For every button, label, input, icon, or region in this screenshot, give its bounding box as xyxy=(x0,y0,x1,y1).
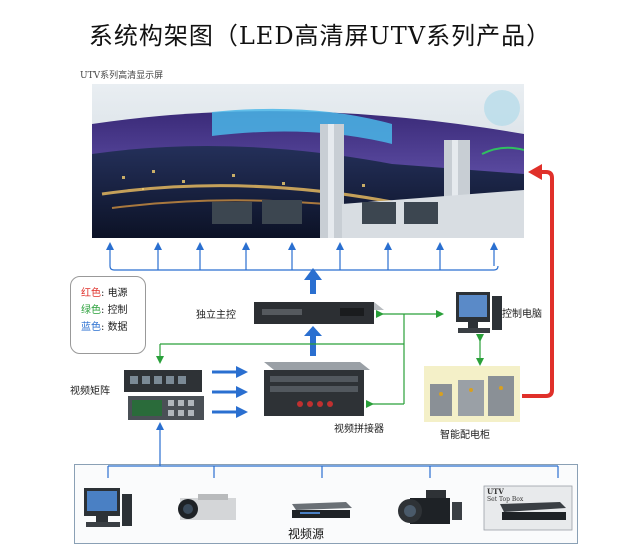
power-cabinet-label: 智能配电柜 xyxy=(440,430,490,441)
legend-row-blue: 蓝色: 数据 xyxy=(81,319,145,336)
main-controller-device xyxy=(254,302,384,324)
video-source-label: 视频源 xyxy=(288,527,325,541)
legend: 红色: 电源 绿色: 控制 蓝色: 数据 xyxy=(70,276,146,354)
legend-red-name: 红色 xyxy=(81,288,101,299)
power-line xyxy=(522,164,554,398)
control-pc-device xyxy=(456,292,502,333)
stb-text-1: UTV xyxy=(487,487,504,496)
camcorder-icon xyxy=(398,490,462,524)
camera-icon xyxy=(178,494,236,520)
source-bus xyxy=(107,422,559,478)
video-splicer-label: 视频拼接器 xyxy=(334,424,384,435)
legend-row-red: 红色: 电源 xyxy=(81,285,145,302)
page-title: 系统构架图（LED高清屏UTV系列产品） xyxy=(88,22,552,50)
matrix-to-splicer-arrows xyxy=(212,370,238,414)
legend-red-meaning: 电源 xyxy=(107,288,128,299)
legend-row-green: 绿色: 控制 xyxy=(81,302,145,319)
legend-blue-meaning: 数据 xyxy=(107,322,128,333)
splicer-to-main-arrow xyxy=(304,326,322,356)
screen-label: UTV系列高清显示屏 xyxy=(80,71,164,81)
video-matrix-label: 视频矩阵 xyxy=(70,386,110,397)
screen-data-bus xyxy=(106,242,499,271)
legend-green-meaning: 控制 xyxy=(107,305,128,316)
legend-green-name: 绿色 xyxy=(81,305,101,316)
led-screen-photo xyxy=(92,84,524,238)
main-to-screen-arrow xyxy=(304,268,322,294)
control-pc-label: 控制电脑 xyxy=(502,309,542,320)
video-matrix-device xyxy=(124,370,204,420)
set-top-box-icon xyxy=(483,485,573,531)
legend-blue-name: 蓝色 xyxy=(81,322,101,333)
video-splicer-device xyxy=(264,362,370,416)
main-controller-label: 独立主控 xyxy=(196,310,236,321)
stb-text-2: Set Top Box xyxy=(487,496,524,503)
control-lines xyxy=(156,310,484,408)
dvd-player-icon xyxy=(292,502,352,518)
power-cabinet-device xyxy=(424,366,520,422)
monitor-icon xyxy=(84,488,132,527)
